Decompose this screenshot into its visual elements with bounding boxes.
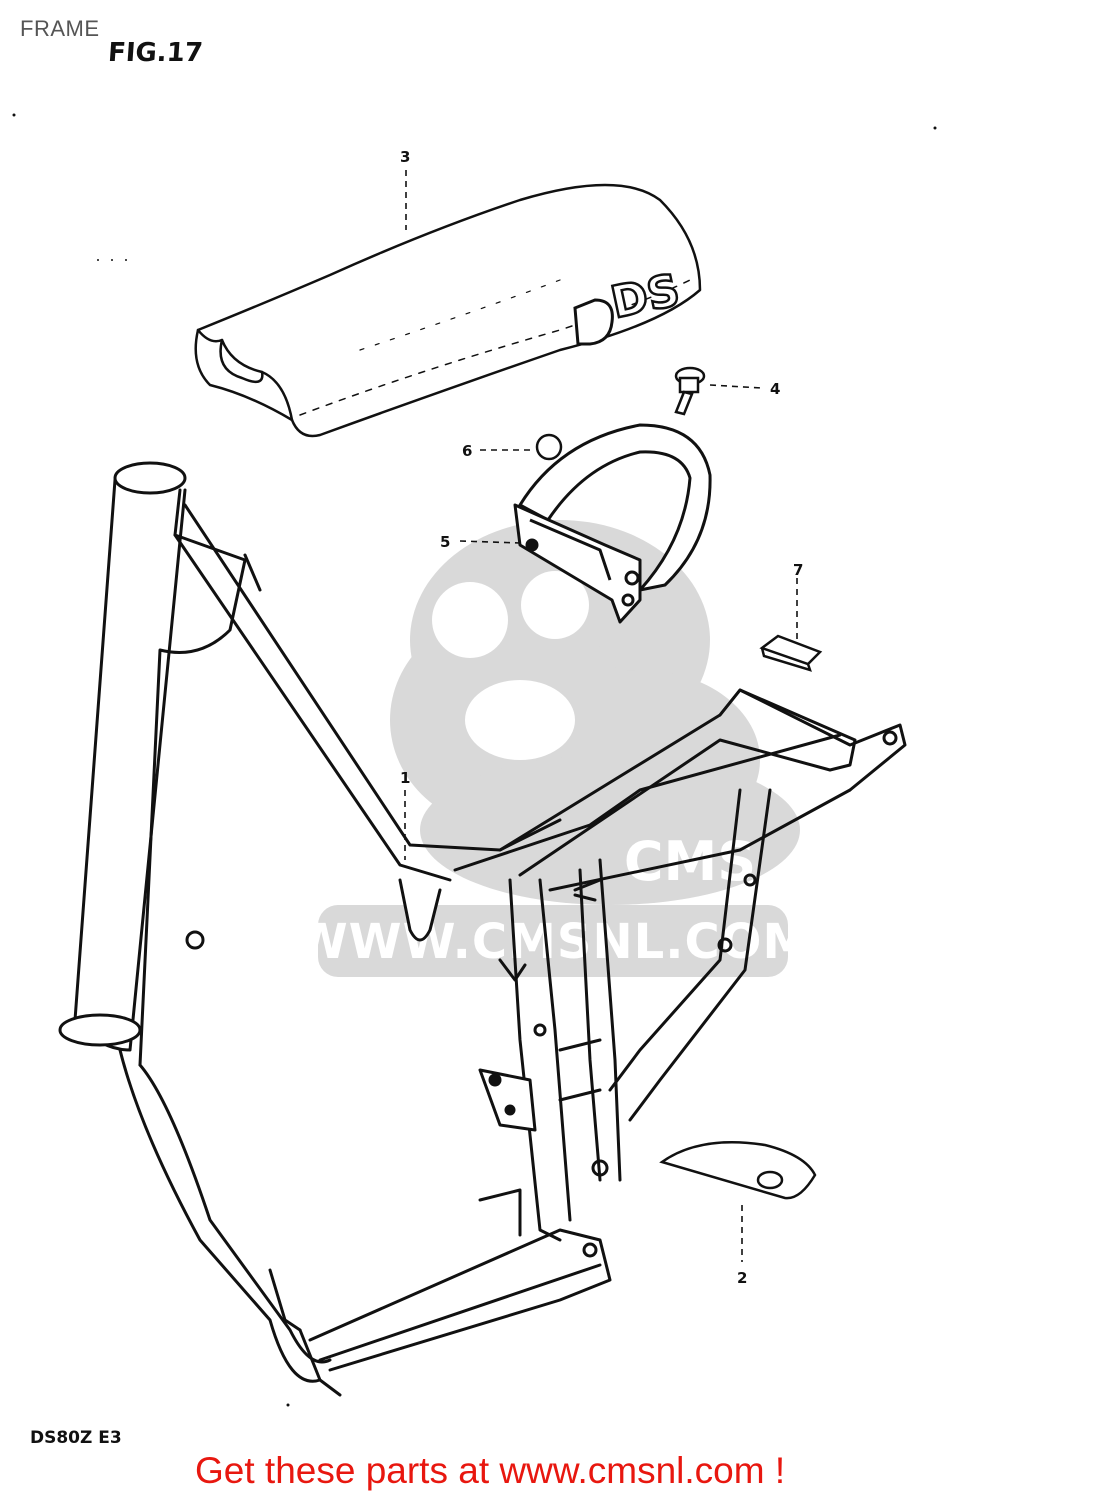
callout-7: 7 [793,561,803,579]
rear-bracket [513,423,712,624]
seat-badge: DS [573,263,685,346]
steering-head-top [113,461,187,495]
callout-4: 4 [770,380,780,398]
cap [535,433,563,461]
cover-plate [659,1141,817,1200]
seat [194,183,702,438]
seat-bolt [674,366,706,416]
leader-lines [404,170,798,1262]
watermark: WWW.CMSNL.COM CMS [295,520,812,977]
callout-2: 2 [737,1269,747,1287]
page-title: FRAME [20,16,100,41]
pad [759,634,823,672]
callout-3: 3 [400,148,410,166]
print-specks [12,113,937,1407]
watermark-banner [318,905,788,977]
seat-badge-text: DS [607,265,684,329]
callout-6: 6 [462,442,472,460]
callout-1: 1 [400,769,410,787]
model-code: DS80Z E3 [30,1428,122,1448]
watermark-url: WWW.CMSNL.COM [295,914,812,970]
callout-5: 5 [440,533,450,551]
frame [58,461,907,1397]
mascot-face [432,571,589,760]
promo-link[interactable]: Get these parts at www.cmsnl.com ! [195,1450,786,1491]
